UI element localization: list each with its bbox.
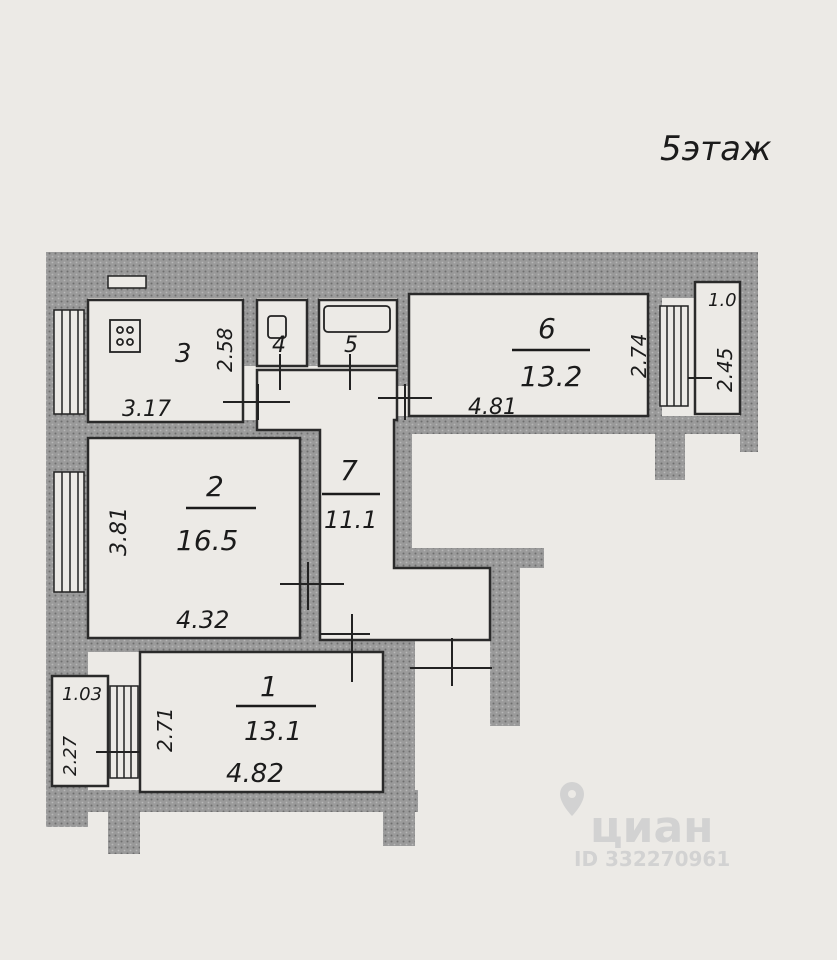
rooms-fill <box>50 280 742 794</box>
watermark-brand: циан <box>590 802 714 853</box>
room-2-dim-height: 3.81 <box>107 507 132 556</box>
balcony-right <box>693 280 742 416</box>
room-3-dim-width: 3.17 <box>122 397 171 422</box>
walls <box>46 252 758 854</box>
room-3-dim-height: 2.58 <box>213 327 237 372</box>
room-1-number: 1 <box>260 670 278 703</box>
room-6-dim-width: 4.81 <box>468 395 517 420</box>
room-6-area: 13.2 <box>520 360 582 393</box>
room-2-area: 16.5 <box>176 524 238 557</box>
room-2-dim-width: 4.32 <box>176 606 229 634</box>
watermark: циан ID 332270961 <box>560 782 730 871</box>
watermark-id: ID 332270961 <box>574 847 730 871</box>
balcony-right-dim-b: 2.45 <box>713 347 737 392</box>
room-5 <box>317 298 399 368</box>
room-6 <box>407 292 650 418</box>
room-1 <box>138 650 385 794</box>
balcony-left-dim-b: 2.27 <box>60 735 81 776</box>
balcony-right-dim-a: 1.0 <box>708 290 737 311</box>
room-3 <box>86 298 245 424</box>
fixtures <box>109 305 391 353</box>
bathtub-icon <box>323 305 391 333</box>
room-7 <box>255 368 492 642</box>
room-1-area: 13.1 <box>244 717 302 747</box>
room-6-dim-height: 2.74 <box>627 333 651 378</box>
balcony-left <box>50 674 110 788</box>
toilet-icon <box>267 315 287 339</box>
room-labels: 3 3.17 2.58 4 5 6 13.2 4.81 2.74 2 16.5 … <box>60 290 737 789</box>
door-marks <box>96 354 712 753</box>
room-7-number: 7 <box>340 454 358 487</box>
windows <box>53 275 689 779</box>
room-6-number: 6 <box>538 312 556 345</box>
floor-label: 5этаж <box>660 129 772 169</box>
room-3-number: 3 <box>175 339 192 369</box>
room-4 <box>255 298 309 368</box>
room-2-number: 2 <box>206 470 224 503</box>
balcony-left-dim-a: 1.03 <box>62 684 102 705</box>
stove-icon <box>109 319 141 353</box>
room-5-number: 5 <box>344 333 358 358</box>
room-1-dim-height: 2.71 <box>153 707 177 752</box>
room-4-number: 4 <box>272 333 286 358</box>
room-7-area: 11.1 <box>324 506 377 534</box>
room-1-dim-width: 4.82 <box>226 759 284 789</box>
location-pin-icon <box>560 782 584 816</box>
room-2 <box>86 436 302 640</box>
